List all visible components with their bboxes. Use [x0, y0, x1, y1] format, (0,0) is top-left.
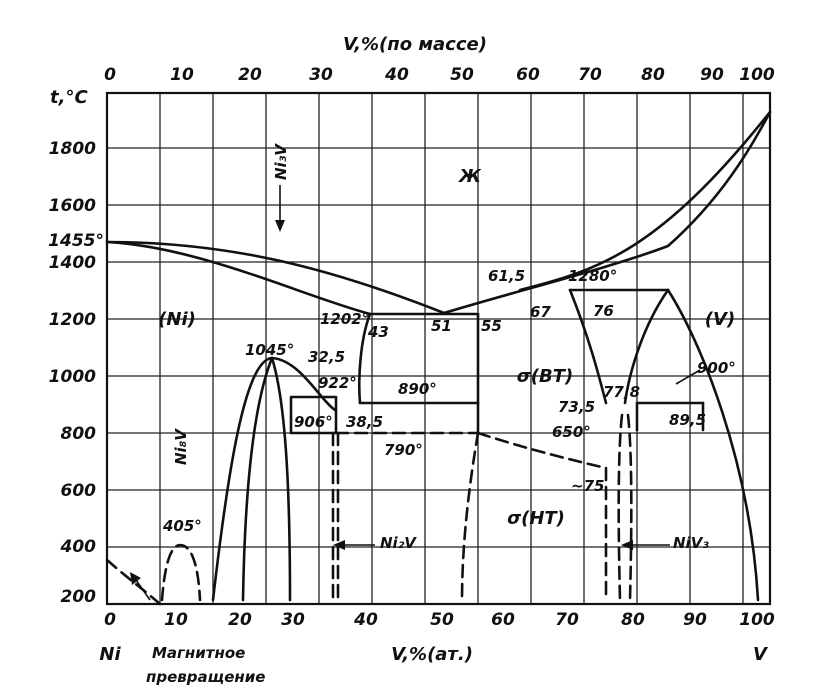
label-89-5: 89,5	[669, 411, 706, 429]
bottom-tick: 30	[281, 610, 305, 630]
y-tick: 600	[61, 481, 97, 501]
y-axis-ticks: 200 400 600 800 1000 1200 1400 1600 1800…	[48, 139, 104, 607]
niv3-label: NiV₃	[673, 534, 709, 552]
right-end-label: V	[753, 644, 769, 665]
label-900: 900°	[697, 359, 736, 377]
bottom-tick: 90	[683, 610, 707, 630]
ni-solid-label: (Ni)	[158, 309, 196, 330]
top-tick: 40	[384, 65, 409, 85]
top-tick: 50	[450, 65, 474, 85]
ni3v-label: Ni₃V	[272, 143, 290, 180]
label-922: 922°	[318, 374, 357, 392]
magnetic-note-line2: превращение	[146, 668, 265, 686]
label-38-5: 38,5	[346, 413, 383, 431]
y-tick-special: 1455°	[48, 231, 104, 251]
label-77-8: 77,8	[603, 383, 640, 401]
top-axis-title: V,%(по массе)	[343, 34, 487, 55]
label-650: 650°	[552, 423, 591, 441]
label-1045: 1045°	[245, 341, 294, 359]
top-tick: 70	[578, 65, 602, 85]
bottom-tick: 100	[739, 610, 775, 630]
top-tick: 0	[104, 65, 116, 85]
y-tick: 400	[60, 537, 97, 557]
label-73-5: 73,5	[558, 398, 595, 416]
bottom-axis-title: V,%(ат.)	[391, 644, 473, 665]
top-tick: 60	[516, 65, 540, 85]
top-axis-ticks: 0 10 20 30 40 50 60 70 80 90 100	[104, 65, 775, 85]
y-tick: 1800	[49, 139, 96, 159]
bottom-tick: 70	[555, 610, 579, 630]
label-1202: 1202°	[320, 310, 369, 328]
phase-lines	[105, 110, 772, 602]
bottom-tick: 20	[228, 610, 252, 630]
label-1280: 1280°	[568, 267, 617, 285]
label-405: 405°	[162, 517, 202, 535]
label-51: 51	[431, 317, 452, 335]
bottom-tick: 50	[430, 610, 454, 630]
bottom-tick: 10	[164, 610, 188, 630]
bottom-tick: 80	[621, 610, 645, 630]
ni8v-label: Ni₈V	[172, 428, 190, 465]
label-890: 890°	[398, 380, 437, 398]
y-axis-title: t,°C	[50, 87, 88, 108]
y-tick: 200	[61, 587, 97, 607]
compound-labels: Ni₃V Ni₈V Ni₂V NiV₃	[172, 143, 709, 552]
annotations: 1202° 43 51 55 61,5 1280° 67 76 1045° 32…	[162, 267, 736, 535]
bottom-tick: 0	[104, 610, 116, 630]
label-55: 55	[481, 317, 502, 335]
top-tick: 100	[739, 65, 775, 85]
label-67: 67	[530, 303, 551, 321]
y-tick: 1400	[49, 253, 96, 273]
label-906: 906°	[294, 413, 333, 431]
label-75: ~75	[571, 477, 604, 495]
y-tick: 1200	[49, 310, 96, 330]
label-790: 790°	[384, 441, 423, 459]
top-tick: 20	[238, 65, 262, 85]
plot-frame	[105, 91, 772, 606]
left-end-label: Ni	[99, 644, 121, 665]
bottom-axis-ticks: 0 10 20 30 40 50 60 70 80 90 100	[104, 610, 775, 630]
y-tick: 800	[61, 424, 97, 444]
sigma-ht-label: σ(ВТ)	[517, 366, 573, 387]
label-32-5: 32,5	[308, 348, 345, 366]
y-tick: 1000	[49, 367, 96, 387]
top-tick: 80	[641, 65, 665, 85]
y-tick: 1600	[49, 196, 96, 216]
bottom-tick: 60	[491, 610, 515, 630]
v-solid-label: (V)	[705, 309, 735, 330]
top-tick: 90	[700, 65, 724, 85]
sigma-lt-label: σ(НТ)	[507, 508, 565, 529]
label-61-5: 61,5	[488, 267, 525, 285]
grid	[107, 93, 770, 604]
top-tick: 10	[170, 65, 194, 85]
magnetic-note-line1: Магнитное	[152, 644, 245, 662]
bottom-tick: 40	[353, 610, 378, 630]
phase-labels: Ж (Ni) (V) σ(ВТ) σ(НТ)	[158, 166, 735, 529]
ni2v-label: Ni₂V	[380, 534, 417, 552]
top-tick: 30	[309, 65, 333, 85]
liquid-label: Ж	[457, 166, 482, 187]
label-76: 76	[593, 302, 614, 320]
label-43: 43	[367, 323, 389, 341]
arrows	[130, 185, 670, 601]
dashed-lines	[105, 413, 633, 606]
